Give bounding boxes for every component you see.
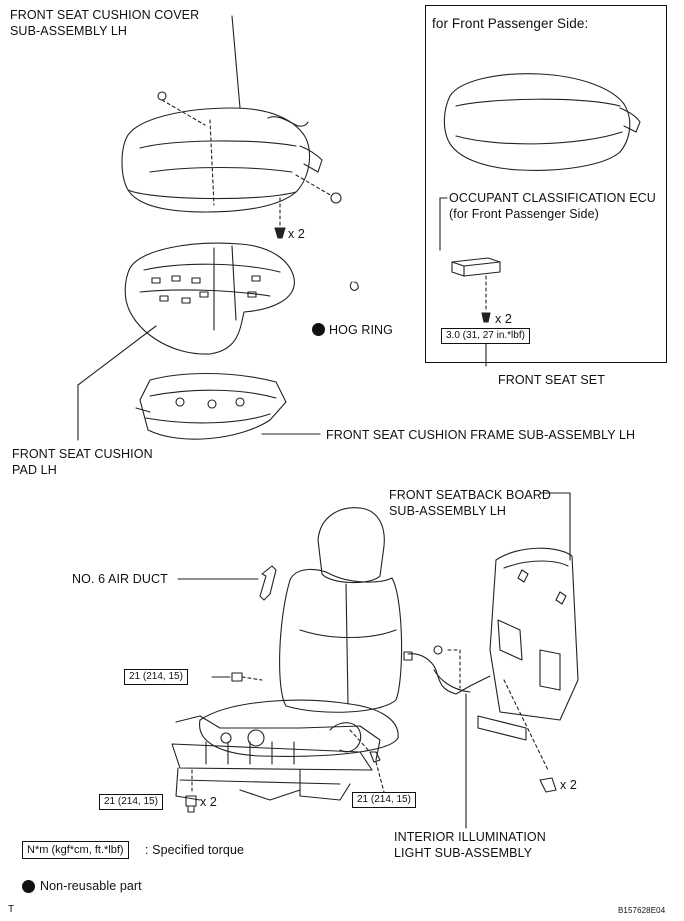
hog-ring-shape — [349, 281, 359, 291]
occupant-ecu-shape — [451, 257, 501, 277]
label-illumination-light: INTERIOR ILLUMINATION LIGHT SUB-ASSEMBLY — [394, 830, 546, 860]
label-hog-ring: HOG RING — [329, 323, 393, 337]
seat-cushion-pad — [124, 242, 295, 355]
front-seat-assembly — [171, 507, 403, 801]
torque-box-ecu: 3.0 (31, 27 in.*lbf) — [441, 328, 530, 344]
torque-box-upper: 21 (214, 15) — [124, 669, 188, 685]
footer-left-mark: T — [8, 904, 15, 915]
legend-nonreusable-text: Non-reusable part — [40, 879, 142, 893]
illumination-light-shape — [403, 645, 491, 695]
passenger-cushion — [443, 73, 641, 171]
torque-box-lower-right: 21 (214, 15) — [352, 792, 416, 808]
label-x2-ecu: x 2 — [495, 312, 512, 326]
air-duct-shape — [259, 565, 277, 601]
label-x2-screws: x 2 — [560, 778, 577, 792]
label-x2-bolts: x 2 — [200, 795, 217, 809]
label-air-duct: NO. 6 AIR DUCT — [72, 572, 168, 586]
legend-nonreusable-dot — [22, 880, 35, 893]
leader-ecu — [439, 197, 448, 251]
label-front-seat-set: FRONT SEAT SET — [498, 373, 605, 387]
legend-torque-unit-box: N*m (kgf*cm, ft.*lbf) — [22, 841, 129, 859]
label-cushion-pad: FRONT SEAT CUSHION PAD LH — [12, 447, 153, 477]
seat-cushion-frame — [135, 372, 287, 440]
footer-figure-code: B157628E04 — [618, 906, 666, 915]
label-seatback-board: FRONT SEATBACK BOARD SUB-ASSEMBLY LH — [389, 488, 551, 518]
legend-torque-text: : Specified torque — [145, 843, 245, 857]
seatback-board-shape — [477, 547, 579, 741]
label-cushion-cover: FRONT SEAT CUSHION COVER SUB-ASSEMBLY LH — [10, 8, 200, 38]
torque-box-lower-left: 21 (214, 15) — [99, 794, 163, 810]
passenger-side-panel — [425, 5, 667, 363]
seat-cushion-cover — [121, 91, 342, 239]
label-occupant-ecu: OCCUPANT CLASSIFICATION ECU (for Front P… — [449, 191, 656, 221]
leader-cover — [231, 15, 241, 109]
label-passenger-header: for Front Passenger Side: — [432, 16, 589, 31]
leader-pad — [77, 325, 157, 441]
label-cushion-frame: FRONT SEAT CUSHION FRAME SUB-ASSEMBLY LH — [326, 428, 636, 442]
leader-seatback — [539, 492, 571, 561]
label-x2-clip: x 2 — [288, 227, 305, 241]
nonreusable-dot-hog-ring — [312, 323, 325, 336]
